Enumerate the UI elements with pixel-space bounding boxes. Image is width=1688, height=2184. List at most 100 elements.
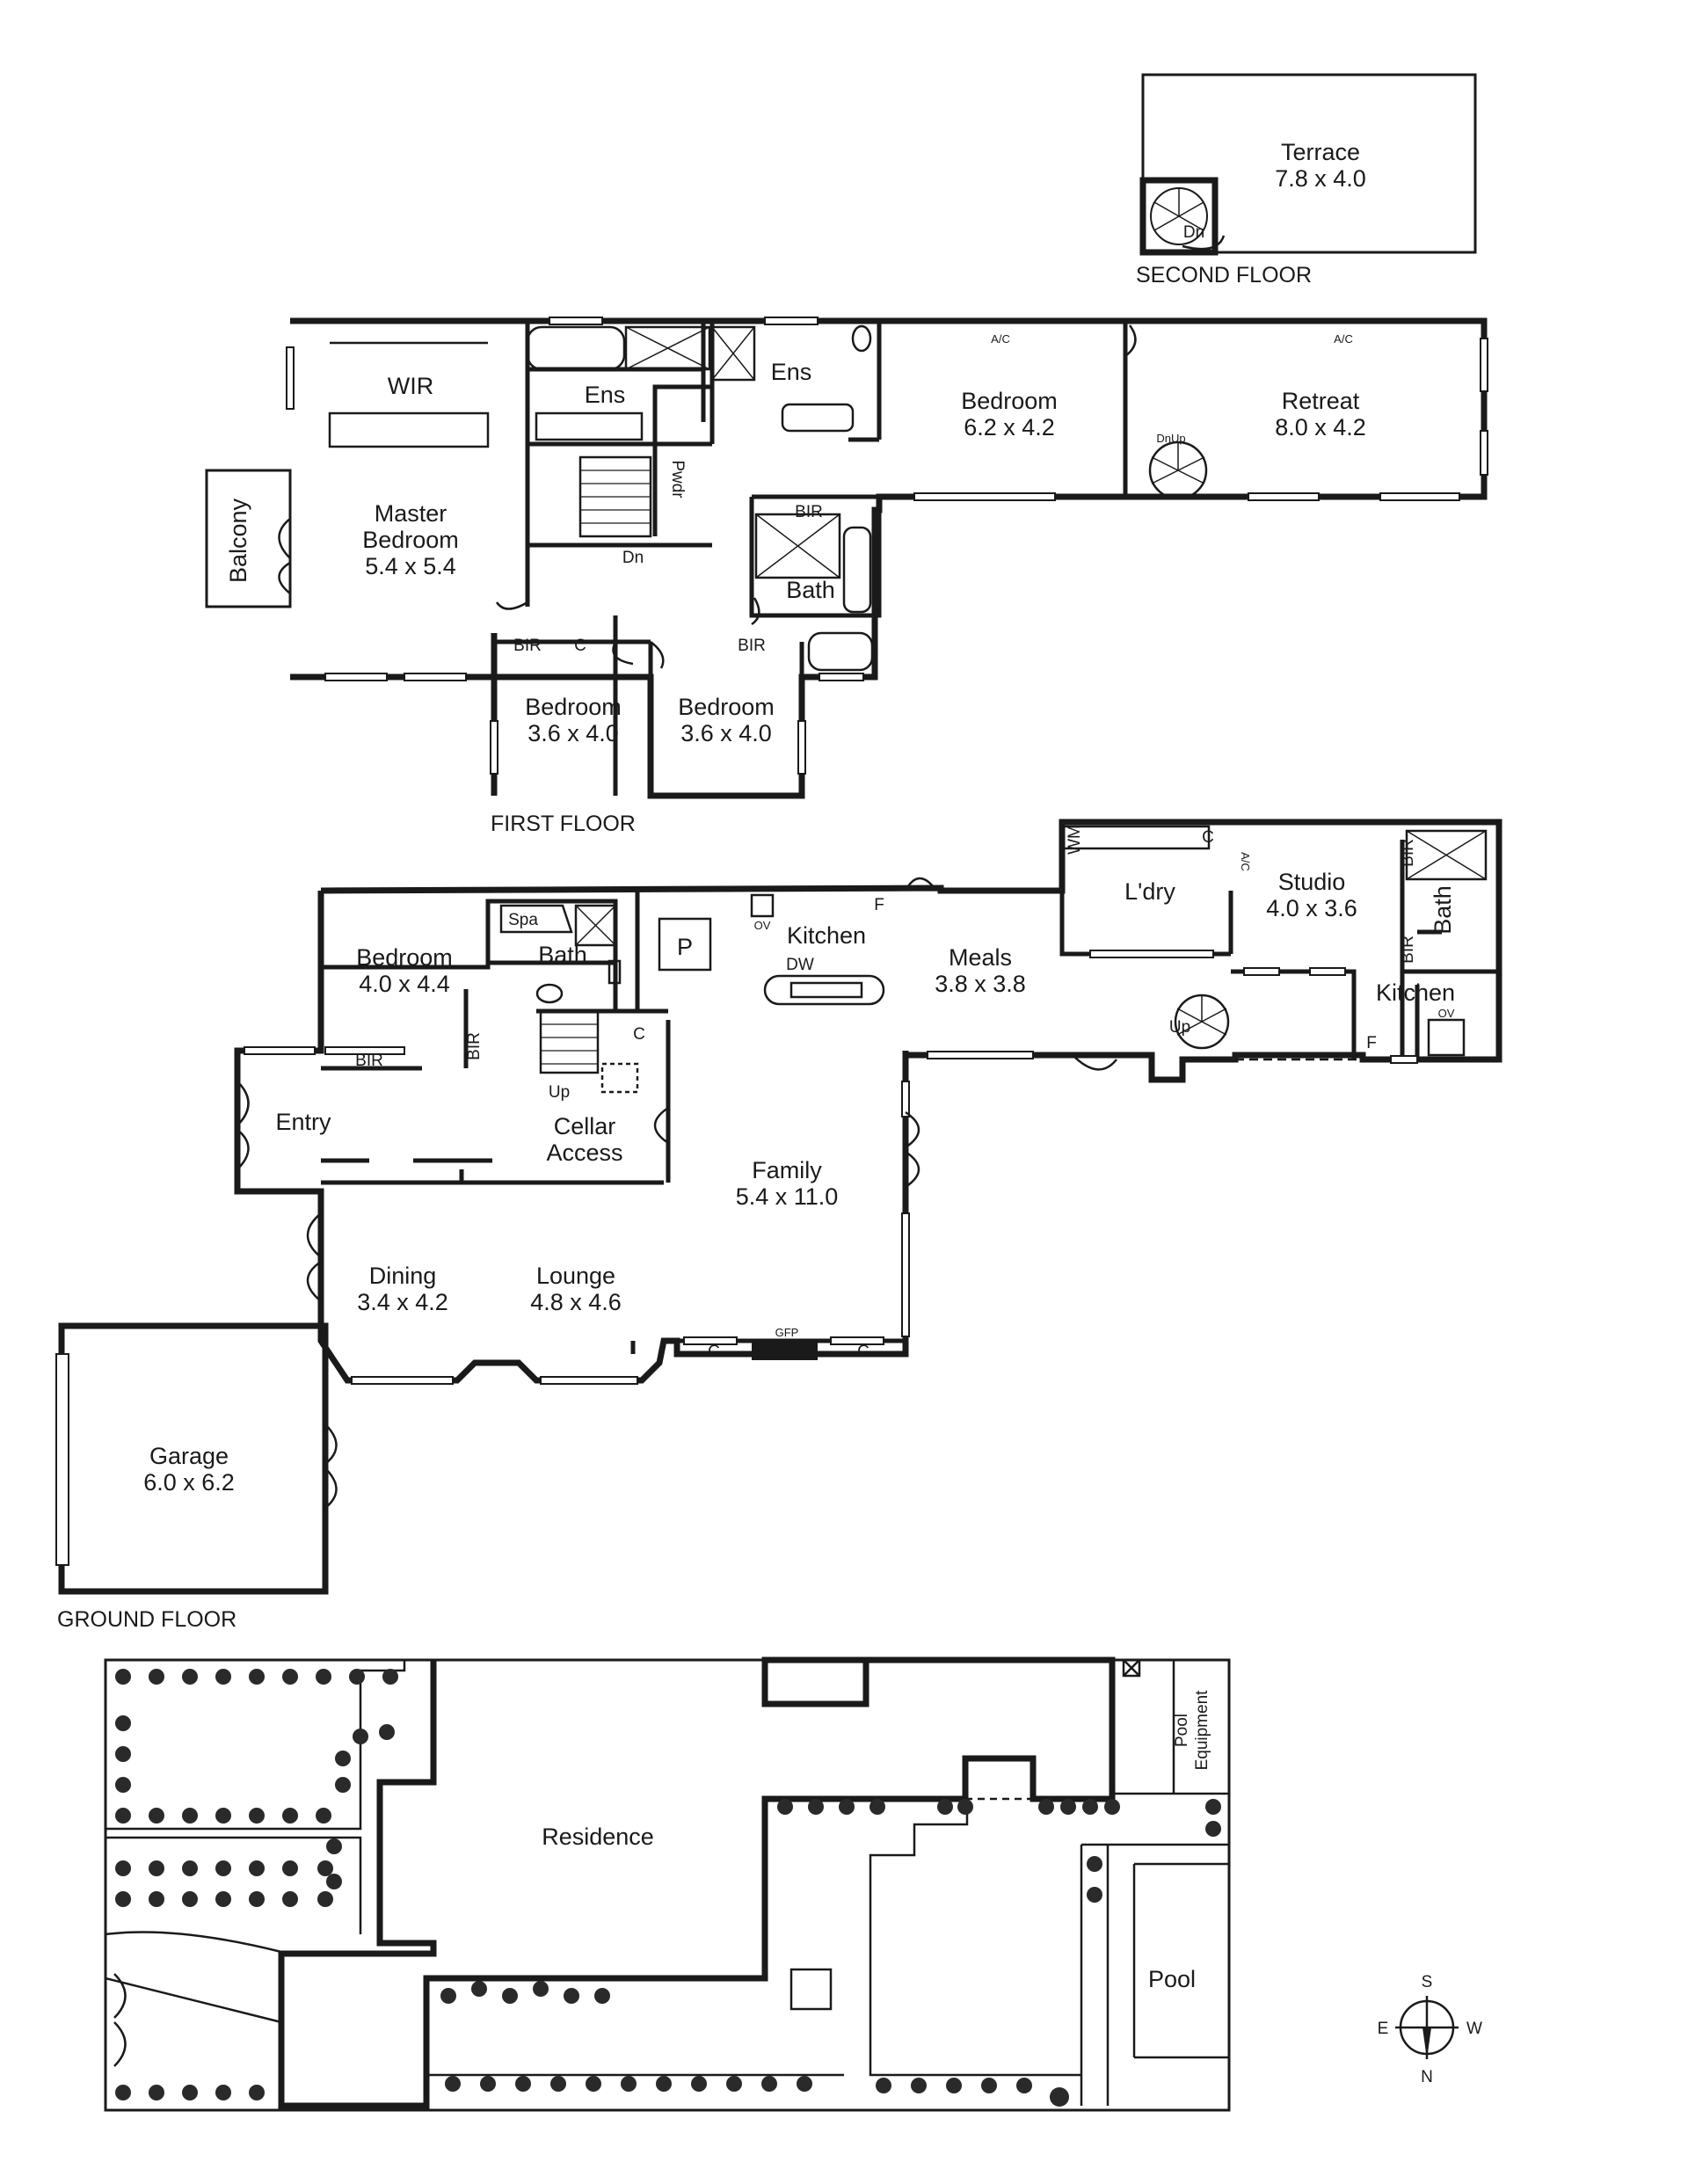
window [797,720,806,775]
bath-label: Bath [786,577,835,603]
bir-label: BIR [795,503,823,521]
garage-door [55,1353,69,1566]
bir-label: BIR [1399,935,1417,964]
terrace-outline [1141,73,1477,254]
window [1248,492,1320,501]
first-floor-plan: WIR Master Bedroom 5.4 x 5.4 Balcony Ens… [205,317,1488,836]
closet-label: C [857,1343,869,1361]
balcony-label: Balcony [225,498,251,583]
window [901,1081,910,1117]
master-bedroom-name-2: Bedroom [362,527,459,553]
ground-floor-stairs [539,1009,600,1074]
window [764,317,819,325]
bay-window [540,1376,638,1385]
master-bedroom-size: 5.4 x 5.4 [365,553,456,579]
garden-trees [115,1669,1221,2107]
compass-north: N [1421,2068,1433,2086]
window [1379,492,1460,501]
lounge-size: 4.8 x 4.6 [530,1289,622,1315]
gas-fireplace-label: GFP [775,1326,799,1339]
ensuite-label: Ens [771,359,812,385]
bath-label: Bath [1430,885,1456,935]
wir-label: WIR [388,373,433,399]
window [901,1212,910,1337]
cellar-access-label-2: Access [546,1139,622,1166]
stairs-dn-label: Dn [622,549,644,567]
kitchen-label: Kitchen [787,922,866,949]
studio-kitchen-label: Kitchen [1376,979,1455,1006]
lounge-name: Lounge [536,1263,615,1289]
window [1309,967,1346,976]
shower-icon [754,513,841,579]
basin-icon [608,959,622,985]
stairs-up-label: Up [549,1083,570,1102]
residence-footprint [278,1656,1116,2109]
balcony-outline [205,469,292,608]
compass-east: E [1378,2020,1389,2038]
meals-size: 3.8 x 3.8 [935,971,1026,997]
wir-shelving [328,411,490,448]
ground-floor-plan: Bedroom 4.0 x 4.4 Spa Bath BIR BIR P Kit… [55,819,1502,1632]
window [913,492,1056,501]
bir-label: BIR [465,1032,484,1060]
closet-label: C [1202,828,1214,847]
spiral-stair-dnup-label: DnUp [1156,432,1185,445]
window [1089,950,1214,958]
powder-room-label: Pwdr [668,460,687,499]
bedroom-size: 4.0 x 4.4 [359,971,450,997]
oven-icon [750,893,775,918]
studio-stairs-up-label: Up [1169,1018,1190,1037]
ensuite-label: Ens [585,382,626,408]
bedroom-size: 3.6 x 4.0 [680,720,772,746]
bath-vanity-icon [842,526,872,614]
dining-name: Dining [369,1263,437,1289]
bir-label: BIR [355,1052,383,1070]
site-plan: Residence Pool Pool Equipment [104,1656,1231,2112]
entry-label: Entry [275,1109,331,1135]
terrace-dn-label: Dn [1183,223,1204,242]
shower-icon [624,325,711,371]
bir-label: BIR [1399,839,1417,867]
second-floor-title: SECOND FLOOR [1136,263,1312,288]
window [404,673,467,681]
retreat-name: Retreat [1282,388,1360,414]
closet-label: C [574,637,586,655]
spa-icon [499,904,573,934]
compass-rose: S E W N [1378,1973,1482,2086]
first-floor-title: FIRST FLOOR [491,812,636,836]
air-conditioner-label: A/C [1239,852,1252,871]
dining-size: 3.4 x 4.2 [357,1289,448,1315]
bedroom-size: 6.2 x 4.2 [964,414,1055,440]
tap-icon [1122,1658,1141,1678]
studio-name: Studio [1278,869,1346,895]
window [830,1336,884,1345]
fridge-label: F [1366,1034,1377,1052]
meals-name: Meals [949,944,1012,971]
bedroom-name: Bedroom [678,694,775,720]
window [819,673,864,681]
pit [789,1968,833,2011]
terrace-name: Terrace [1281,139,1360,165]
kitchen-island [763,974,885,1006]
pool-equipment-label-1: Pool [1173,1714,1191,1747]
laundry-bench [1062,825,1211,850]
pool-equipment-label-2: Equipment [1193,1690,1211,1771]
oven-label: OV [1438,1007,1455,1020]
window [324,1046,405,1055]
compass-west: W [1466,2020,1482,2038]
bedroom-name: Bedroom [525,694,622,720]
vanity-icon [781,403,855,433]
cellar-hatch [600,1062,639,1094]
master-bedroom-name-1: Master [375,500,447,527]
toilet-icon [535,983,564,1004]
closet-label: C [708,1343,720,1361]
site-boundary [104,1658,1231,2112]
bedroom-name: Bedroom [356,944,453,971]
shower-icon [710,325,756,382]
bath-label: Bath [538,942,587,968]
vanity-icon [535,411,644,441]
pantry-label: P [677,934,693,960]
air-conditioner-label: A/C [991,332,1010,346]
washing-machine-label: WM [1066,825,1084,855]
